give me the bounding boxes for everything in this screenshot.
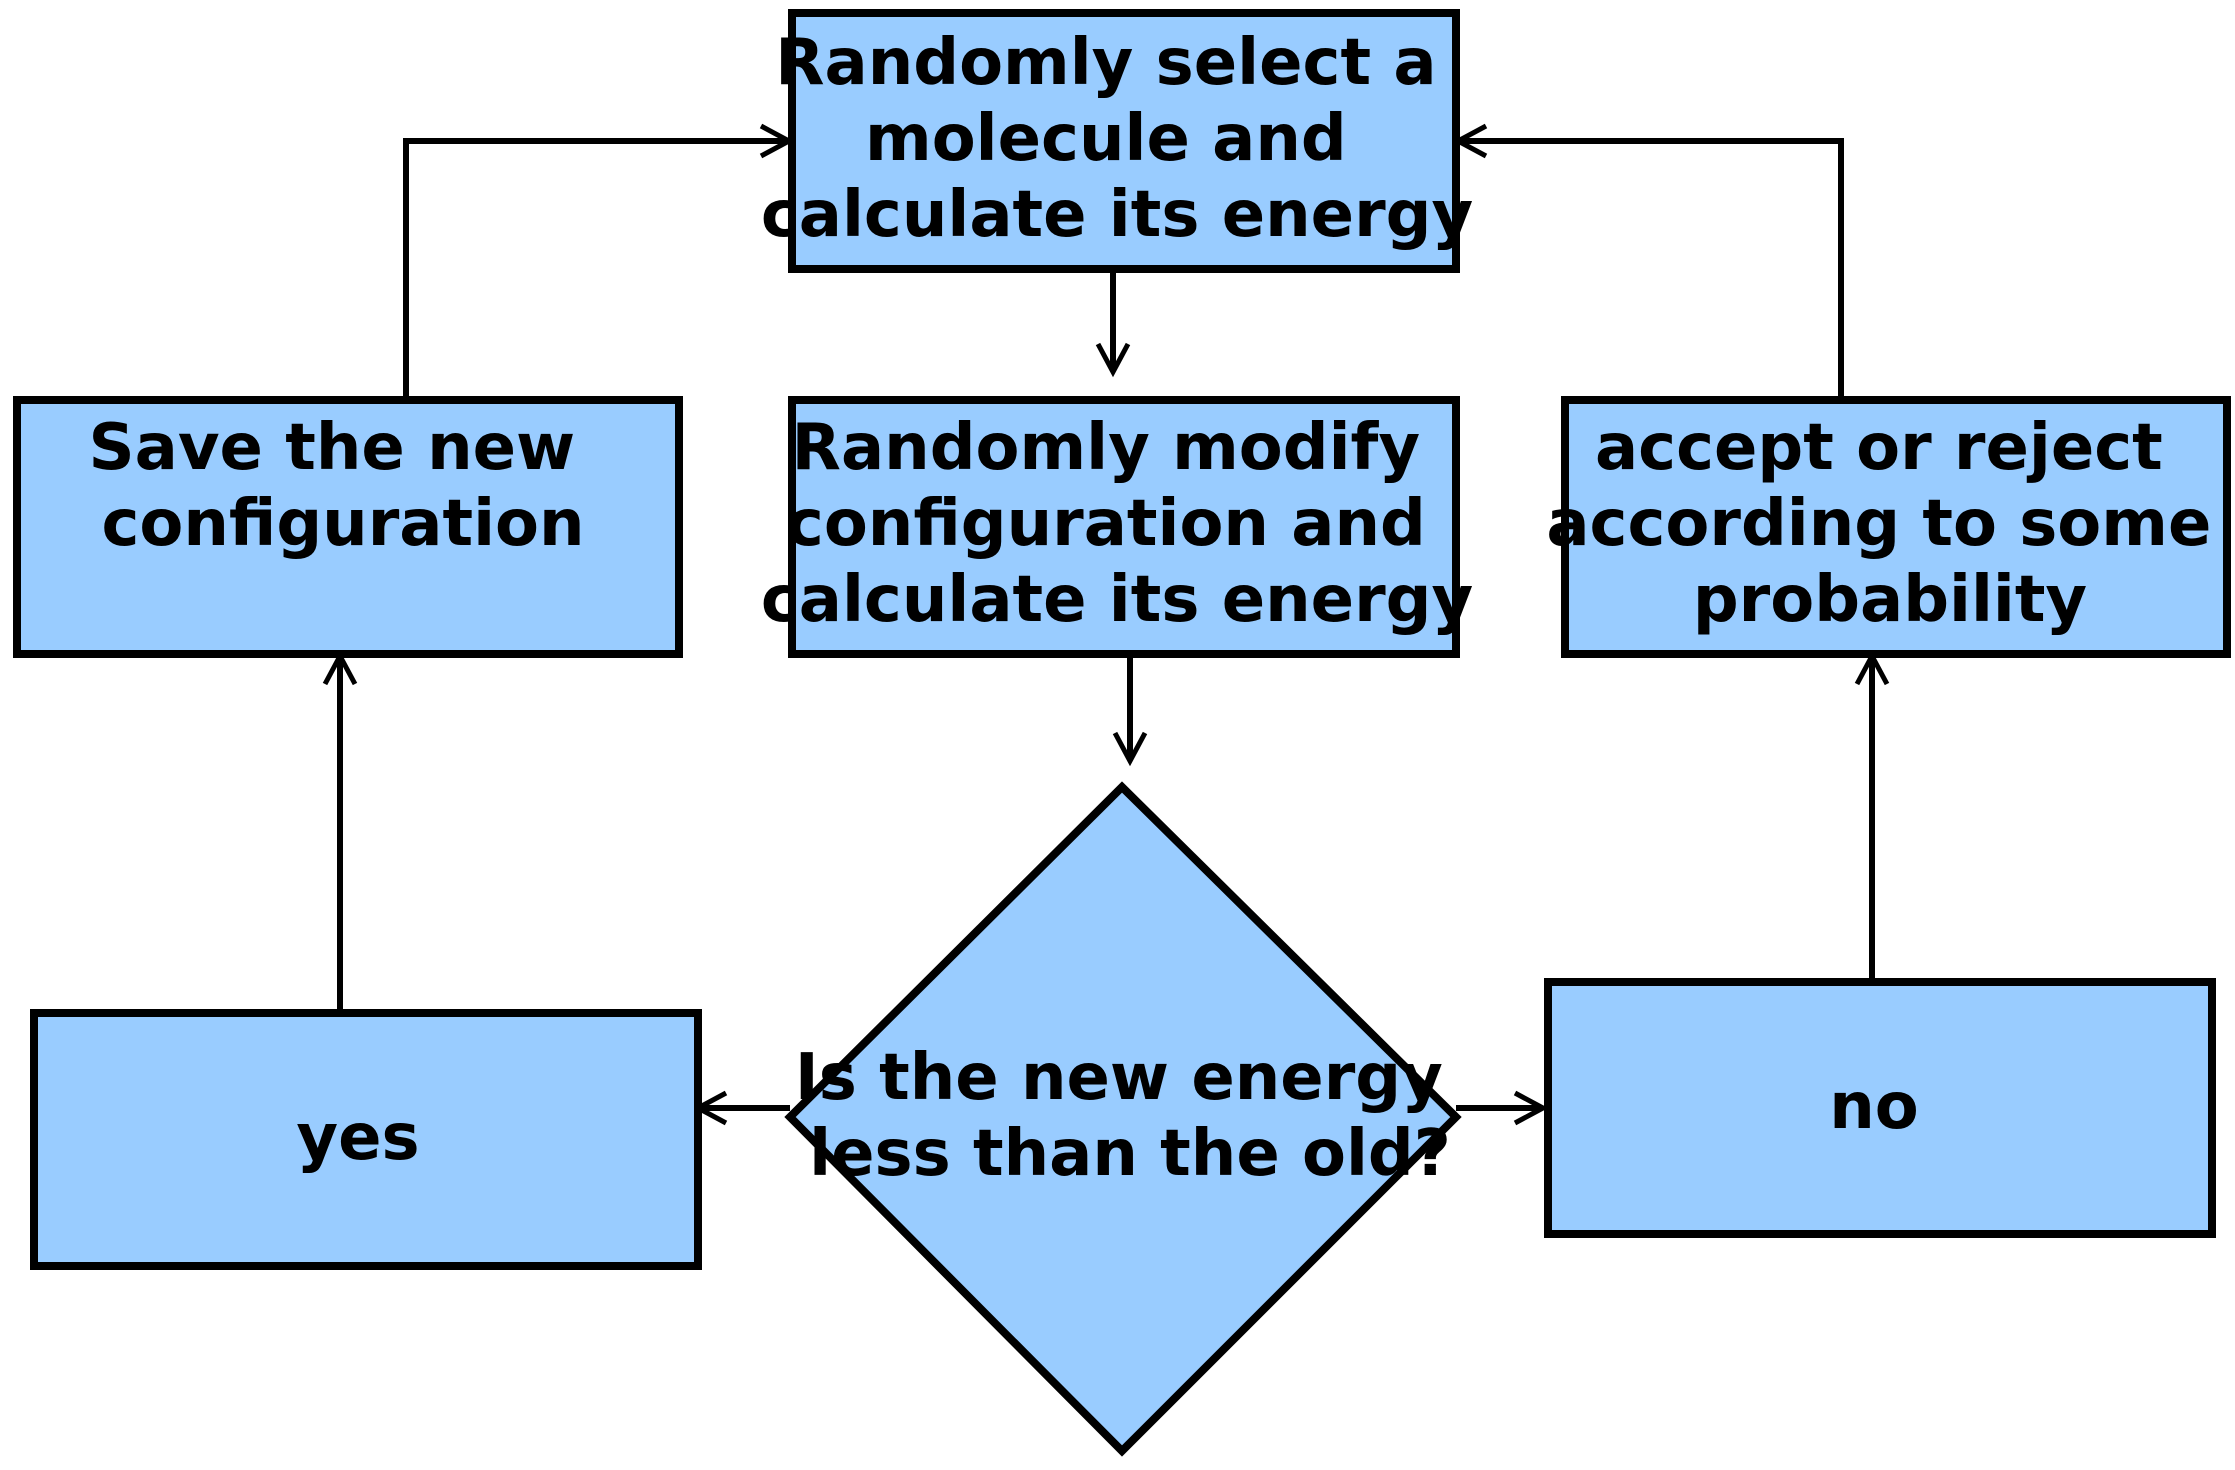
modify-config-label: Randomly modify configuration and calcul… xyxy=(761,411,1473,637)
node-save-config: Save the new configuration xyxy=(13,396,683,658)
save-config-label: Save the new configuration xyxy=(89,411,598,561)
no-label: no xyxy=(1829,1070,1919,1144)
select-molecule-box xyxy=(788,9,1460,273)
node-select-molecule: Randomly select a molecule and calculate… xyxy=(761,9,1473,273)
decision-label: Is the new energy less than the old? xyxy=(795,1041,1465,1191)
node-modify-config: Randomly modify configuration and calcul… xyxy=(761,396,1473,658)
node-yes: yes xyxy=(30,1009,702,1270)
save-config-box xyxy=(13,396,683,658)
yes-label: yes xyxy=(296,1101,419,1175)
decision-diamond xyxy=(784,781,1462,1457)
yes-box xyxy=(30,1009,702,1270)
no-box xyxy=(1544,978,2216,1238)
node-accept-reject: accept or reject according to some proba… xyxy=(1546,396,2233,658)
edge-accept-to-select xyxy=(1462,138,1844,398)
modify-config-box xyxy=(788,396,1460,658)
select-molecule-label: Randomly select a molecule and calculate… xyxy=(761,26,1473,252)
accept-reject-label: accept or reject according to some proba… xyxy=(1546,411,2233,637)
node-no: no xyxy=(1544,978,2216,1238)
arrowhead-modify-to-decision xyxy=(1112,731,1148,767)
arrowhead-select-to-modify xyxy=(1095,342,1131,378)
arrowhead-decision-to-no xyxy=(1513,1090,1549,1126)
edge-save-to-select xyxy=(403,138,785,398)
accept-reject-box xyxy=(1561,396,2231,658)
node-decision: Is the new energy less than the old? xyxy=(784,781,1465,1457)
